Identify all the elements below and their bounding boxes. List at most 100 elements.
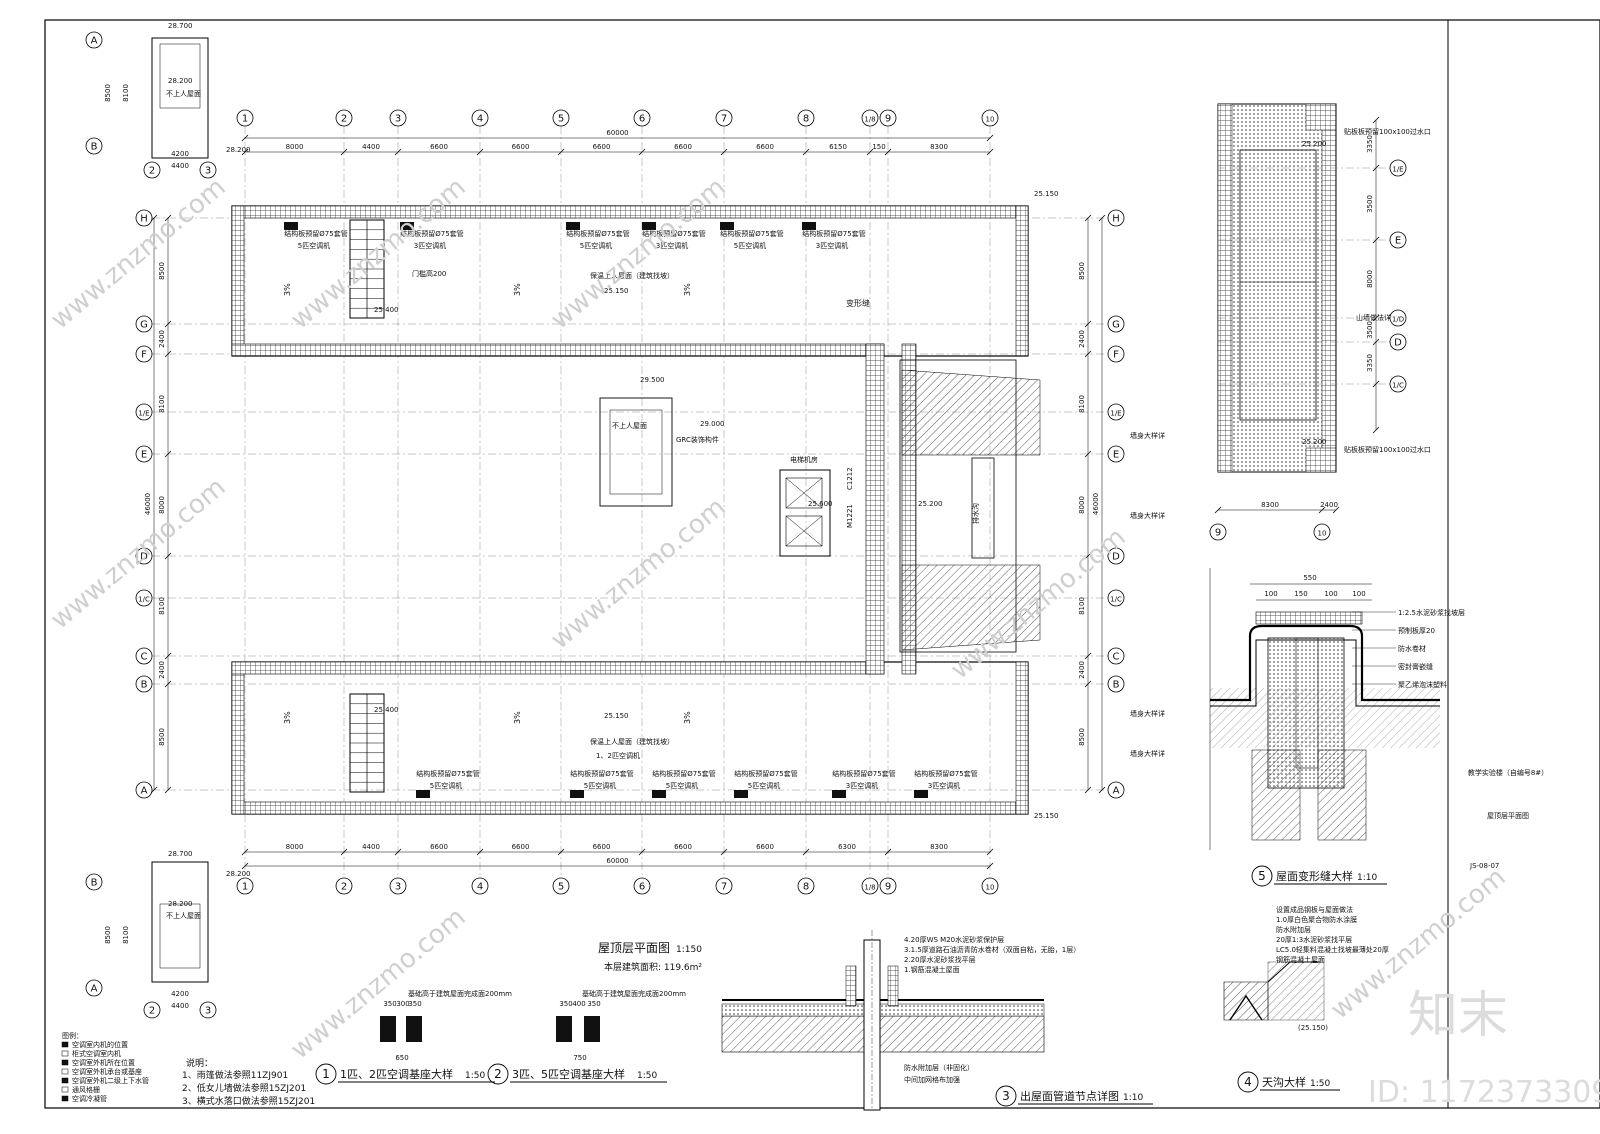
dim-left-label-4: 8100 [158, 597, 166, 615]
grid-bubble-left-6-label: 1/C [138, 596, 150, 604]
d5-layer-1: 预制板厚20 [1398, 626, 1435, 635]
grid-bubble-bottom-8-label: 1/8 [864, 884, 875, 892]
dim-right-tick-7 [1084, 786, 1092, 794]
elev-elevator: 25.600 [808, 500, 833, 508]
grid-bubble-top-5: 6 [633, 109, 651, 127]
detail-title-text-2: 出屋面管道节点详图 [1020, 1089, 1119, 1103]
dim-top-tick-4 [557, 148, 565, 156]
dim-bottom-label-3: 6600 [512, 843, 530, 851]
grid-bubble-right-1-label: G [1112, 320, 1120, 331]
ac-label-top-5: 3匹空调机 [816, 241, 848, 250]
dim-left-tick-2 [164, 350, 172, 358]
detail-title-circle-3 [1237, 1071, 1259, 1093]
grid-bubble-left-2-label: F [141, 350, 147, 361]
d2-dim-2: 350 [587, 1000, 600, 1008]
watermark-id: ID: 1172373309 [1368, 1075, 1600, 1110]
dim-overall-right-label-0: 46000 [1092, 493, 1100, 515]
elev-roof-top: 25.150 [604, 287, 629, 295]
grid-bubble-right-0-label: H [1112, 214, 1120, 225]
elevator-room-label: 电梯机房 [790, 455, 818, 464]
detail-title-text-0: 1匹、2匹空调基座大样 [340, 1067, 453, 1081]
dim-top-label-8: 150 [872, 143, 885, 151]
partial-row-bubble-3-label: D [1394, 338, 1402, 349]
door-tag: M1221 [846, 504, 854, 528]
ac-unit-bottom-2 [652, 790, 666, 798]
slope-6: 3% [683, 711, 692, 724]
ac-label-bottom-0: 5匹空调机 [430, 781, 462, 790]
dim-top-label-2: 6600 [430, 143, 448, 151]
dim-left-tick-4 [164, 552, 172, 560]
grid-bubble-left-8: B [135, 675, 153, 693]
watermarks: www.znzmo.com www.znzmo.com www.znzmo.co… [45, 172, 1600, 1110]
legend-item-5: 通风格栅 [72, 1085, 100, 1094]
dim-top-tick-3 [476, 148, 484, 156]
ac-unit-top-2 [566, 222, 580, 230]
partial-col-bubble-0: 9 [1209, 523, 1227, 541]
ac-label-top-1: 3匹空调机 [414, 241, 446, 250]
ac-label-bottom-4: 3匹空调机 [846, 781, 878, 790]
small-top-row-a: A [85, 31, 103, 49]
grid-bubble-top-7-label: 8 [803, 114, 809, 125]
grid-bubble-right-2-label: F [1113, 350, 1119, 361]
dim-bottom-label-4: 6600 [593, 843, 611, 851]
small-top-elev3: 28.200 [226, 146, 251, 154]
grid-bubble-left-0-label: H [140, 214, 148, 225]
legend-swatch-6 [61, 1095, 69, 1102]
plan-title: 屋顶层平面图 [598, 941, 670, 955]
grid-bubble-bottom-7-label: 8 [803, 882, 809, 893]
pipe-note-bottom-0: 结构板预留Ø75套管 [416, 769, 479, 778]
grid-bubble-bottom-5-label: 6 [639, 882, 645, 893]
ac-unit-top-0 [284, 222, 298, 230]
dim-left-tick-0 [164, 214, 172, 222]
grid-bubble-right-4: E [1107, 445, 1125, 463]
dim-overall-left-label-0: 46000 [144, 493, 152, 515]
d3-layer-2: 2.20厚水泥砂浆找平层 [904, 955, 976, 964]
partial-note-bottom: 贴板板预留100x100过水口 [1344, 445, 1431, 454]
drawing-number: JS-08-07 [1469, 862, 1499, 870]
wall-detail-label-4: 墙身大样详 [1130, 749, 1165, 758]
detail1-note: 基础高于建筑屋面完成面200mm [408, 989, 512, 998]
ac-units: 结构板预留Ø75套管5匹空调机结构板预留Ø75套管3匹空调机结构板预留Ø75套管… [284, 222, 978, 798]
wm-7: www.znzmo.com [285, 902, 471, 1065]
dim-overall-left-tick-0 [150, 214, 158, 222]
small-bottom-row-a-label: B [91, 878, 98, 889]
dim-bottom-tick-8 [884, 848, 892, 856]
partial-row-bubble-4: 1/C [1389, 375, 1407, 393]
partial-row-bubble-0-label: 1/E [1392, 166, 1403, 174]
dim-bottom-label-5: 6600 [674, 843, 692, 851]
dim-bottom-label-0: 8000 [286, 843, 304, 851]
legend-item-2: 空调室外机所在位置 [72, 1058, 135, 1067]
dim-left-label-0: 8500 [158, 262, 166, 280]
d5-layer-0: 1:2.5水泥砂浆找坡层 [1398, 608, 1465, 617]
ac-unit-top-5 [802, 222, 816, 230]
small-top-elev2: 28.200 [168, 77, 193, 85]
grid-bubble-right-9: A [1107, 781, 1125, 799]
legend-swatch-1 [61, 1050, 69, 1057]
detail-title-circle-4 [1251, 865, 1273, 887]
partial-dim-bottom-label-0: 8300 [1261, 501, 1279, 509]
small-top-dim-3: 4200 [171, 150, 189, 158]
partial-dim-right-tick-3 [1372, 314, 1380, 322]
grid-bubble-bottom-1: 2 [335, 877, 353, 895]
d5-layer-4: 聚乙烯泡沫塑料 [1398, 680, 1447, 689]
grid-bubble-left-5: D [135, 547, 153, 565]
partial-plan: 25.200 25.200 贴板板预留100x100过水口 贴板板预留100x1… [1209, 103, 1431, 541]
d5-layer-3: 密封膏嵌缝 [1398, 662, 1433, 671]
dim-overall-top-label-0: 60000 [606, 129, 628, 137]
small-bottom-dim-4: 4400 [171, 1002, 189, 1010]
dim-right-tick-3 [1084, 450, 1092, 458]
drawing-name: 屋顶层平面图 [1487, 812, 1529, 820]
dim-right-label-1: 2400 [1078, 330, 1086, 348]
wall-detail-label-1: 墙身大样详 [1130, 431, 1165, 440]
grid-bubble-left-1-label: G [140, 320, 148, 331]
small-top-dim-0: 8500 [104, 84, 112, 102]
ac12-label: 1、2匹空调机 [596, 751, 640, 760]
detail-title-text-4: 屋面变形缝大样 [1276, 869, 1353, 883]
partial-row-bubble-2-label: 1/D [1392, 316, 1404, 324]
grid-bubble-top-9: 9 [879, 109, 897, 127]
